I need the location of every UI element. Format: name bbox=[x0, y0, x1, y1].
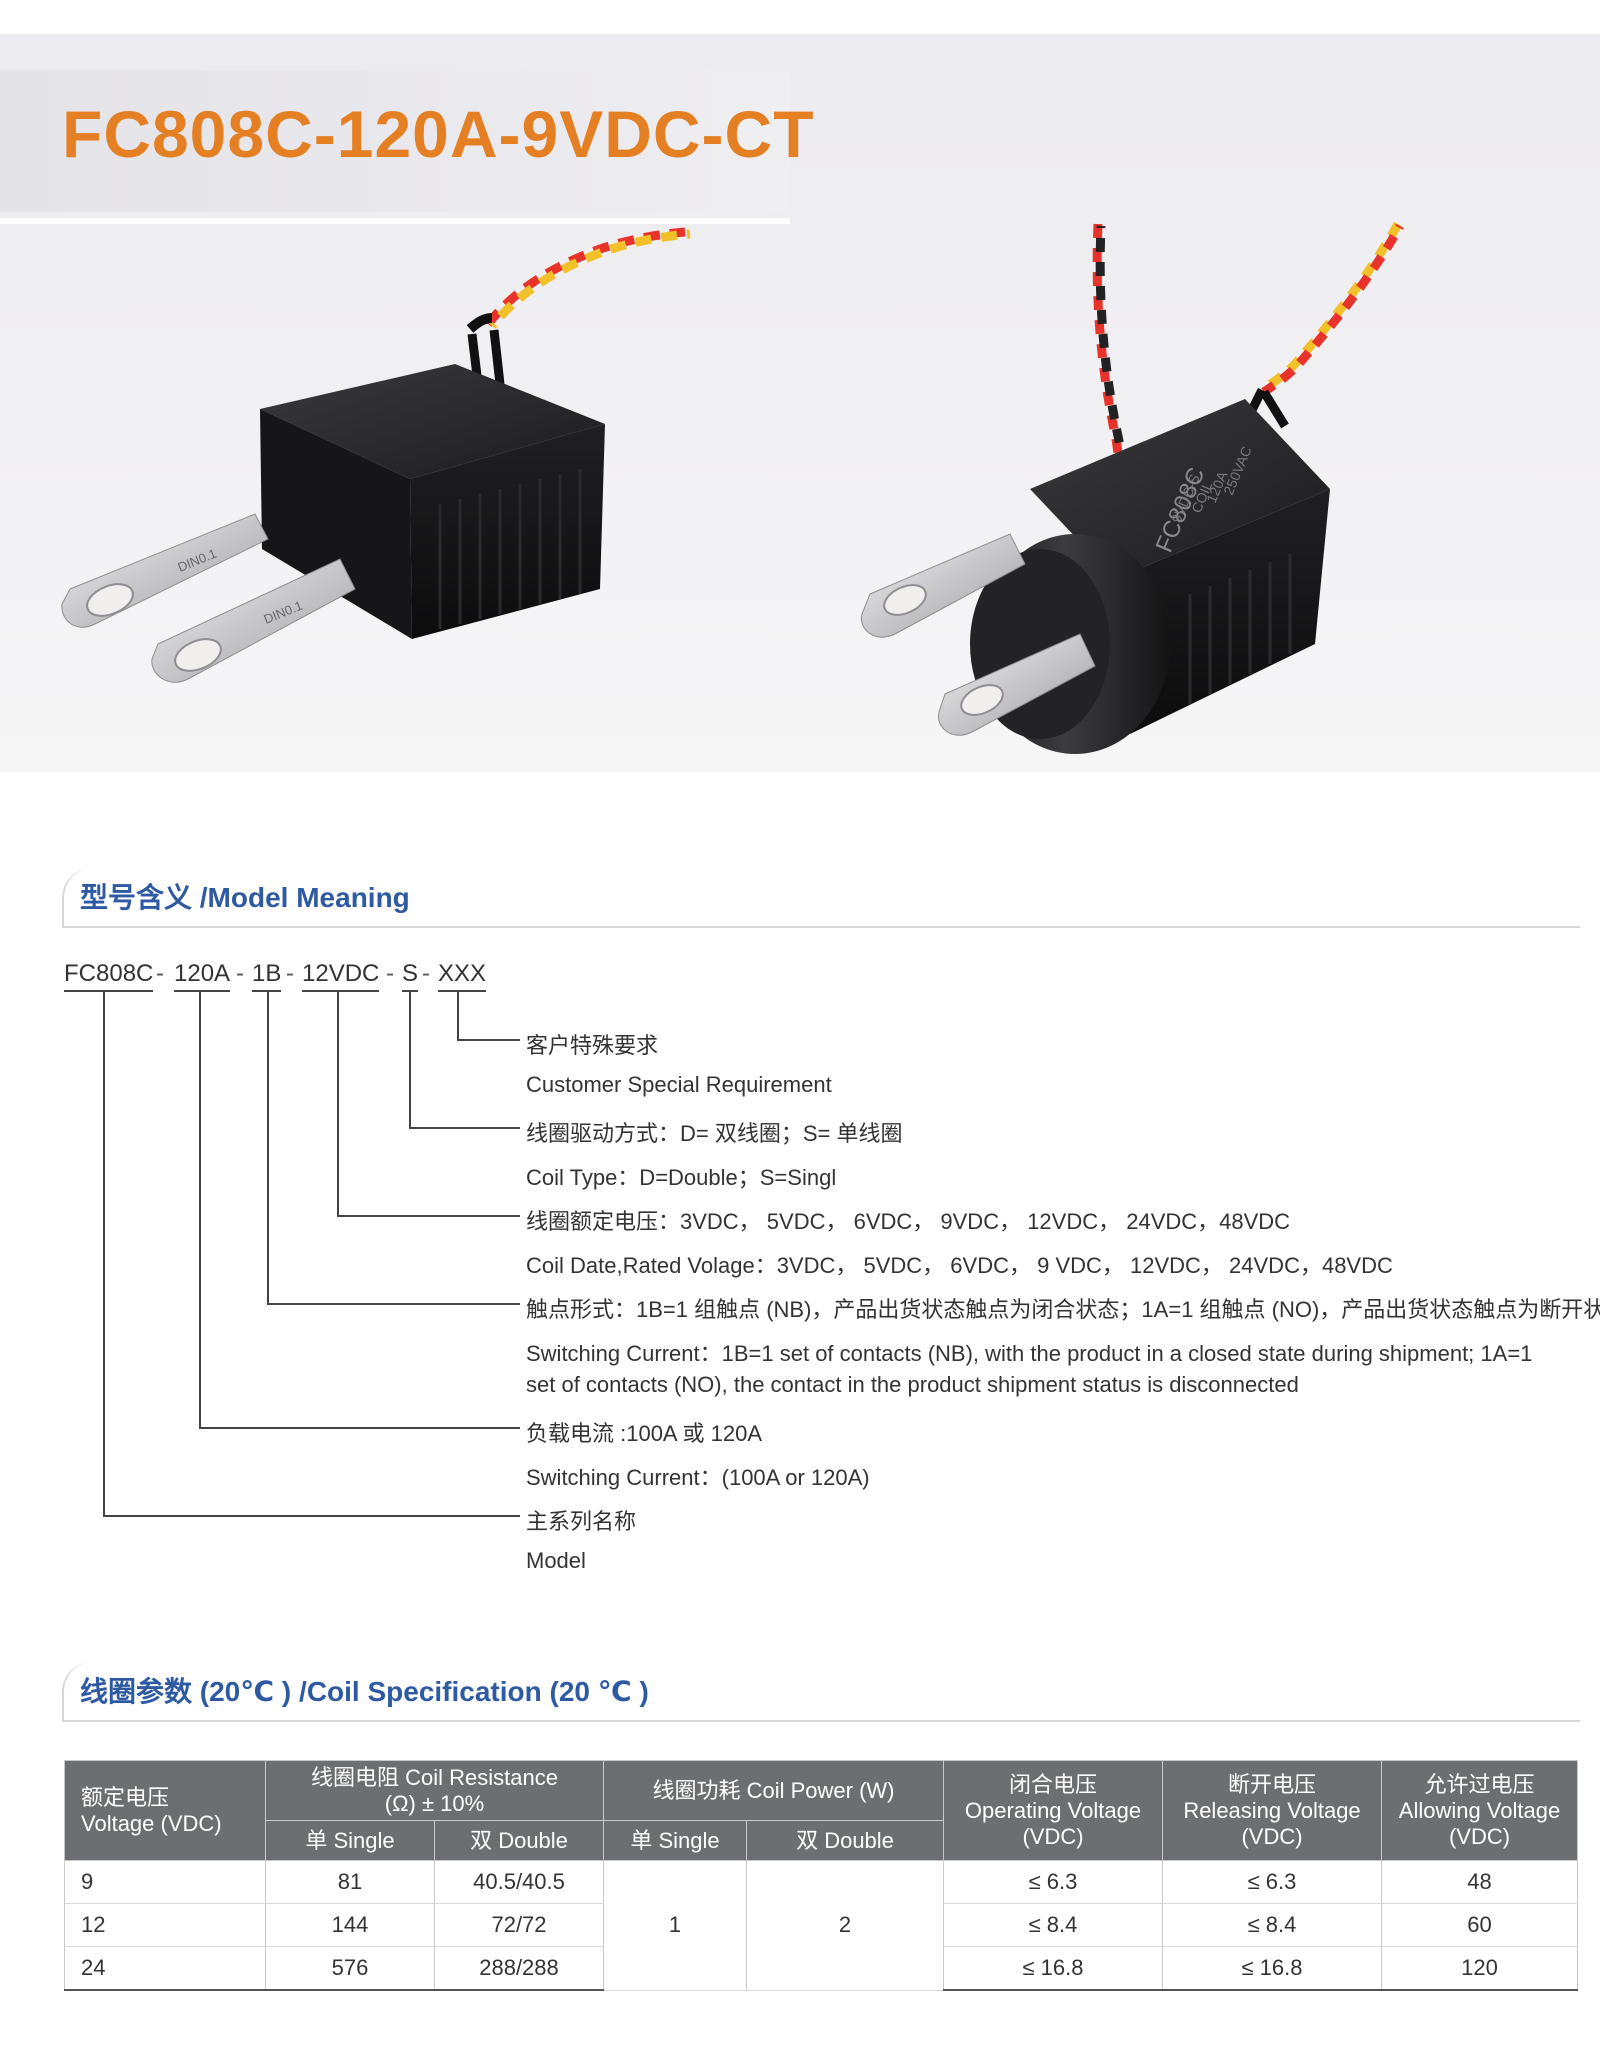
code-separator: - bbox=[286, 960, 294, 987]
code-contact: 1B bbox=[252, 960, 282, 992]
sub-power-single: 单 Single bbox=[603, 1820, 747, 1861]
desc-contact-cn: 触点形式：1B=1 组触点 (NB)，产品出货状态触点为闭合状态；1A=1 组触… bbox=[526, 1297, 1600, 1322]
cell-allowing: 48 bbox=[1381, 1860, 1578, 1904]
cell-res-double: 288/288 bbox=[434, 1946, 604, 1991]
product-hero: FC808C-120A-9VDC-CT bbox=[0, 34, 1600, 772]
cell-voltage: 12 bbox=[64, 1903, 266, 1947]
col-releasing-cn: 断开电压 bbox=[1227, 1771, 1316, 1797]
desc-custom-en: Customer Special Requirement bbox=[526, 1072, 832, 1097]
desc-contact-en-2: set of contacts (NO), the contact in the… bbox=[526, 1372, 1299, 1397]
cell-res-single: 81 bbox=[265, 1860, 435, 1904]
desc-custom-cn: 客户特殊要求 bbox=[526, 1033, 659, 1058]
title-band bbox=[0, 70, 790, 212]
col-allowing-cn: 允许过电压 bbox=[1424, 1771, 1535, 1797]
cell-releasing: ≤ 8.4 bbox=[1162, 1903, 1382, 1947]
table-row: 9 81 40.5/40.5 1 2 ≤ 6.3 ≤ 6.3 48 bbox=[64, 1860, 1578, 1991]
cell-operating: ≤ 8.4 bbox=[943, 1903, 1163, 1947]
table-row: 24 576 288/288 ≤ 16.8 ≤ 16.8 120 bbox=[64, 1946, 1578, 1991]
cell-allowing: 60 bbox=[1381, 1903, 1578, 1947]
page-title: FC808C-120A-9VDC-CT bbox=[62, 97, 815, 171]
right-relay: FC808C COIL 9VDC-S 120A 250VAC bbox=[860, 221, 1404, 754]
desc-model-cn: 主系列名称 bbox=[526, 1509, 637, 1534]
sub-res-double: 双 Double bbox=[434, 1820, 604, 1861]
col-coil-resistance-tolerance: (Ω) ± 10% bbox=[384, 1790, 485, 1816]
col-coil-resistance-title: 线圈电阻 Coil Resistance bbox=[311, 1764, 558, 1790]
desc-coiltype-cn: 线圈驱动方式：D= 双线圈；S= 单线圈 bbox=[526, 1121, 903, 1146]
col-allowing-en: Allowing Voltage bbox=[1398, 1797, 1561, 1823]
sub-power-double: 双 Double bbox=[746, 1820, 944, 1861]
left-relay: DIN0.1 DIN0.1 bbox=[61, 227, 691, 683]
desc-coiltype-en: Coil Type：D=Double；S=Singl bbox=[526, 1165, 837, 1190]
cell-res-single: 144 bbox=[265, 1903, 435, 1947]
cell-power-double: 2 bbox=[746, 1860, 944, 1991]
code-current: 120A bbox=[174, 960, 231, 992]
col-rated-voltage-cn: 额定电压 bbox=[81, 1784, 170, 1810]
col-allowing-voltage: 允许过电压 Allowing Voltage (VDC) bbox=[1381, 1760, 1578, 1861]
model-meaning-heading-box: 型号含义 /Model Meaning bbox=[62, 868, 1580, 928]
model-meaning-heading: 型号含义 /Model Meaning bbox=[80, 882, 410, 913]
code-separator: - bbox=[156, 960, 164, 987]
code-separator: - bbox=[422, 960, 430, 987]
col-allowing-unit: (VDC) bbox=[1448, 1823, 1511, 1849]
cell-allowing: 120 bbox=[1381, 1946, 1578, 1991]
title-underline bbox=[0, 218, 790, 224]
cell-res-double: 72/72 bbox=[434, 1903, 604, 1947]
cell-operating: ≤ 16.8 bbox=[943, 1946, 1163, 1991]
desc-voltage-cn: 线圈额定电压：3VDC， 5VDC， 6VDC， 9VDC， 12VDC， 24… bbox=[526, 1209, 1291, 1234]
col-releasing-voltage: 断开电压 Releasing Voltage (VDC) bbox=[1162, 1760, 1382, 1861]
col-rated-voltage-en: Voltage (VDC) bbox=[81, 1810, 222, 1836]
code-separator: - bbox=[386, 960, 394, 987]
product-photo: DIN0.1 DIN0.1 bbox=[61, 221, 1404, 754]
col-coil-resistance: 线圈电阻 Coil Resistance (Ω) ± 10% bbox=[265, 1760, 604, 1821]
code-series: FC808C bbox=[64, 960, 154, 992]
coil-spec-table: 额定电压 Voltage (VDC) 线圈电阻 Coil Resistance … bbox=[64, 1760, 1578, 1991]
cell-res-single: 576 bbox=[265, 1946, 435, 1991]
sub-res-single: 单 Single bbox=[265, 1820, 435, 1861]
desc-current-en: Switching Current：(100A or 120A) bbox=[526, 1465, 870, 1490]
code-custom: XXX bbox=[438, 960, 487, 992]
table-row: 12 144 72/72 ≤ 8.4 ≤ 8.4 60 bbox=[64, 1903, 1578, 1947]
code-voltage: 12VDC bbox=[302, 960, 380, 992]
col-releasing-unit: (VDC) bbox=[1241, 1823, 1303, 1849]
code-separator: - bbox=[236, 960, 244, 987]
coil-spec-heading: 线圈参数 (20℃ ) /Coil Specification (20 ℃ ) bbox=[80, 1676, 649, 1707]
col-operating-en: Operating Voltage bbox=[964, 1797, 1142, 1823]
cell-releasing: ≤ 6.3 bbox=[1162, 1860, 1382, 1904]
desc-voltage-en: Coil Date,Rated Volage：3VDC， 5VDC， 6VDC，… bbox=[526, 1253, 1393, 1278]
desc-contact-en-1: Switching Current：1B=1 set of contacts (… bbox=[526, 1341, 1533, 1366]
cell-voltage: 9 bbox=[64, 1860, 266, 1904]
code-coil-type: S bbox=[402, 960, 419, 992]
cell-power-single: 1 bbox=[603, 1860, 747, 1991]
col-operating-voltage: 闭合电压 Operating Voltage (VDC) bbox=[943, 1760, 1163, 1861]
coil-spec-heading-box: 线圈参数 (20℃ ) /Coil Specification (20 ℃ ) bbox=[62, 1662, 1580, 1722]
cell-releasing: ≤ 16.8 bbox=[1162, 1946, 1382, 1991]
col-rated-voltage: 额定电压 Voltage (VDC) bbox=[64, 1760, 266, 1861]
cell-res-double: 40.5/40.5 bbox=[434, 1860, 604, 1904]
cell-operating: ≤ 6.3 bbox=[943, 1860, 1163, 1904]
desc-model-en: Model bbox=[526, 1548, 586, 1573]
col-operating-unit: (VDC) bbox=[1022, 1823, 1084, 1849]
col-releasing-en: Releasing Voltage bbox=[1183, 1797, 1361, 1823]
col-coil-power: 线圈功耗 Coil Power (W) bbox=[603, 1760, 944, 1821]
col-operating-cn: 闭合电压 bbox=[1008, 1771, 1097, 1797]
cell-voltage: 24 bbox=[64, 1946, 266, 1991]
desc-current-cn: 负载电流 :100A 或 120A bbox=[526, 1421, 762, 1446]
